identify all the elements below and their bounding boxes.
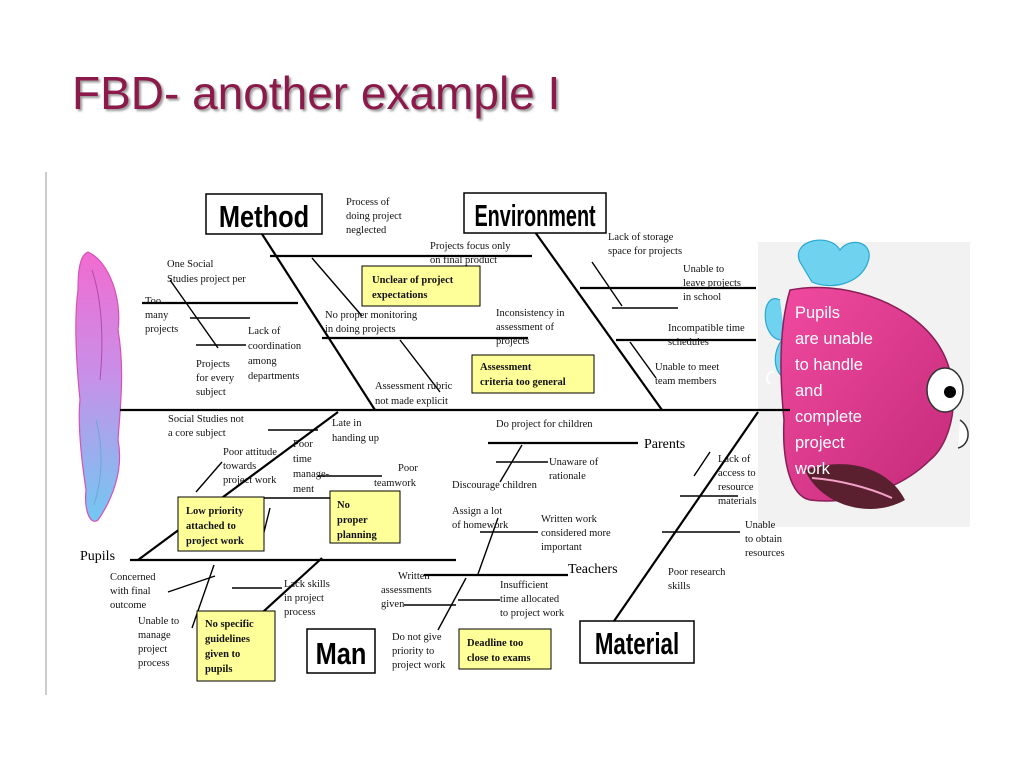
fish-tail-image — [76, 252, 122, 521]
fish-head-image — [758, 240, 970, 527]
method-twig-1 — [170, 280, 218, 348]
svg-text:Method: Method — [219, 200, 309, 235]
svg-text:Environment: Environment — [474, 197, 595, 233]
pupils-label: Pupils — [80, 549, 115, 564]
category-material: Material — [580, 621, 694, 663]
category-method: Method — [206, 194, 322, 235]
teachers-twig-3 — [438, 578, 466, 630]
cause-discourage: Discourage children — [452, 480, 538, 491]
environment-twig-1 — [592, 262, 622, 306]
teachers-label: Teachers — [568, 562, 618, 577]
cause-do-for-children: Do project for children — [496, 419, 593, 430]
environment-twig-3 — [630, 342, 656, 378]
material-twig-1 — [694, 452, 710, 476]
method-bone — [262, 234, 375, 410]
svg-text:Man: Man — [316, 637, 367, 672]
svg-text:Material: Material — [595, 626, 679, 660]
category-man: Man — [307, 629, 375, 673]
category-environment: Environment — [464, 193, 606, 233]
method-twig-4 — [312, 258, 362, 316]
man-twig-1 — [196, 462, 222, 492]
parents-twig-2 — [500, 445, 522, 482]
parents-label: Parents — [644, 437, 685, 452]
